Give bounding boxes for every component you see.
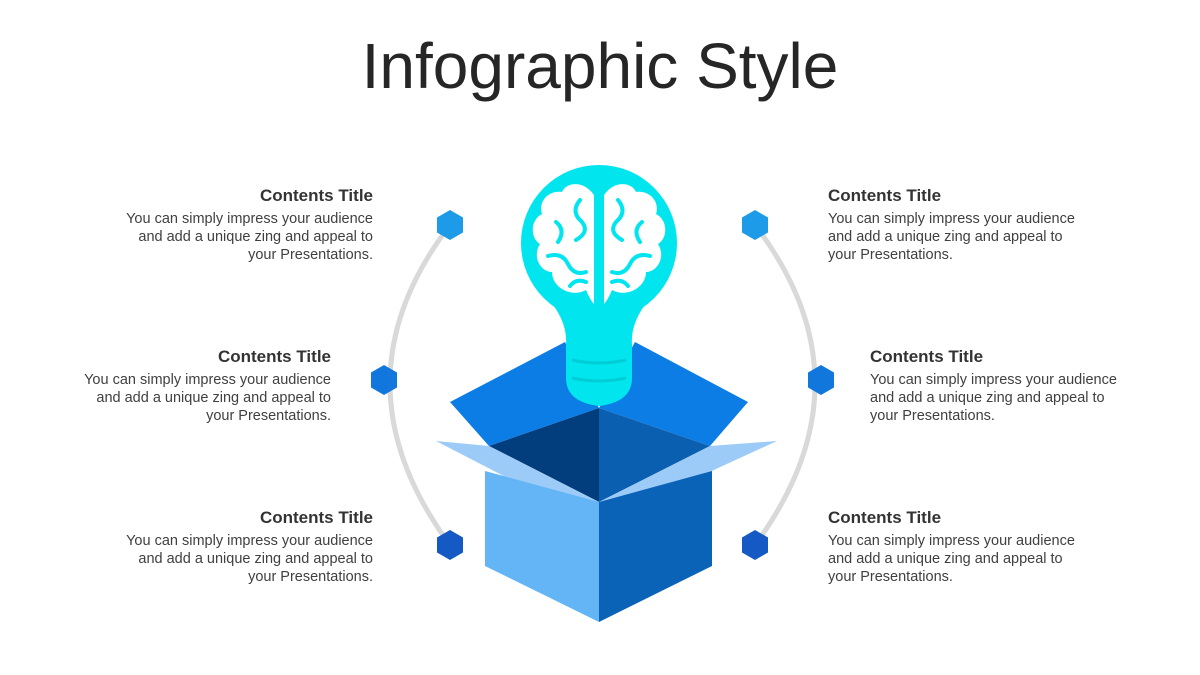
- content-title: Contents Title: [828, 508, 942, 527]
- hex-node-right-middle: [808, 365, 834, 395]
- box-flap-side-right: [599, 441, 777, 502]
- content-block-right-bottom: Contents Title You can simply impress yo…: [828, 507, 1128, 586]
- hex-node-left-top: [437, 210, 463, 240]
- box-front-left: [485, 471, 599, 622]
- box-flap-back-left: [450, 342, 599, 446]
- hex-node-right-top: [742, 210, 768, 240]
- content-title: Contents Title: [828, 186, 942, 205]
- hex-node-right-bottom: [742, 530, 768, 560]
- content-title: Contents Title: [217, 347, 331, 366]
- content-block-left-middle: Contents Title You can simply impress yo…: [31, 346, 331, 425]
- left-arc: [387, 223, 453, 547]
- content-block-left-bottom: Contents Title You can simply impress yo…: [73, 507, 373, 586]
- slide-title: Infographic Style: [361, 30, 839, 102]
- box-flap-back-right: [599, 342, 748, 446]
- content-block-right-top: Contents Title You can simply impress yo…: [828, 185, 1128, 264]
- box-flap-side-left: [436, 441, 599, 502]
- content-title: Contents Title: [259, 508, 373, 527]
- brain-folds: [546, 198, 652, 288]
- hex-node-left-bottom: [437, 530, 463, 560]
- content-block-left-top: Contents Title You can simply impress yo…: [73, 185, 373, 264]
- box-inside-left: [489, 408, 599, 502]
- box-front-right: [599, 471, 712, 622]
- hex-node-left-middle: [371, 365, 397, 395]
- content-title: Contents Title: [870, 347, 984, 366]
- content-title: Contents Title: [259, 186, 373, 205]
- box-inside-right: [599, 408, 710, 502]
- content-block-right-middle: Contents Title You can simply impress yo…: [870, 346, 1170, 425]
- right-arc: [752, 223, 818, 547]
